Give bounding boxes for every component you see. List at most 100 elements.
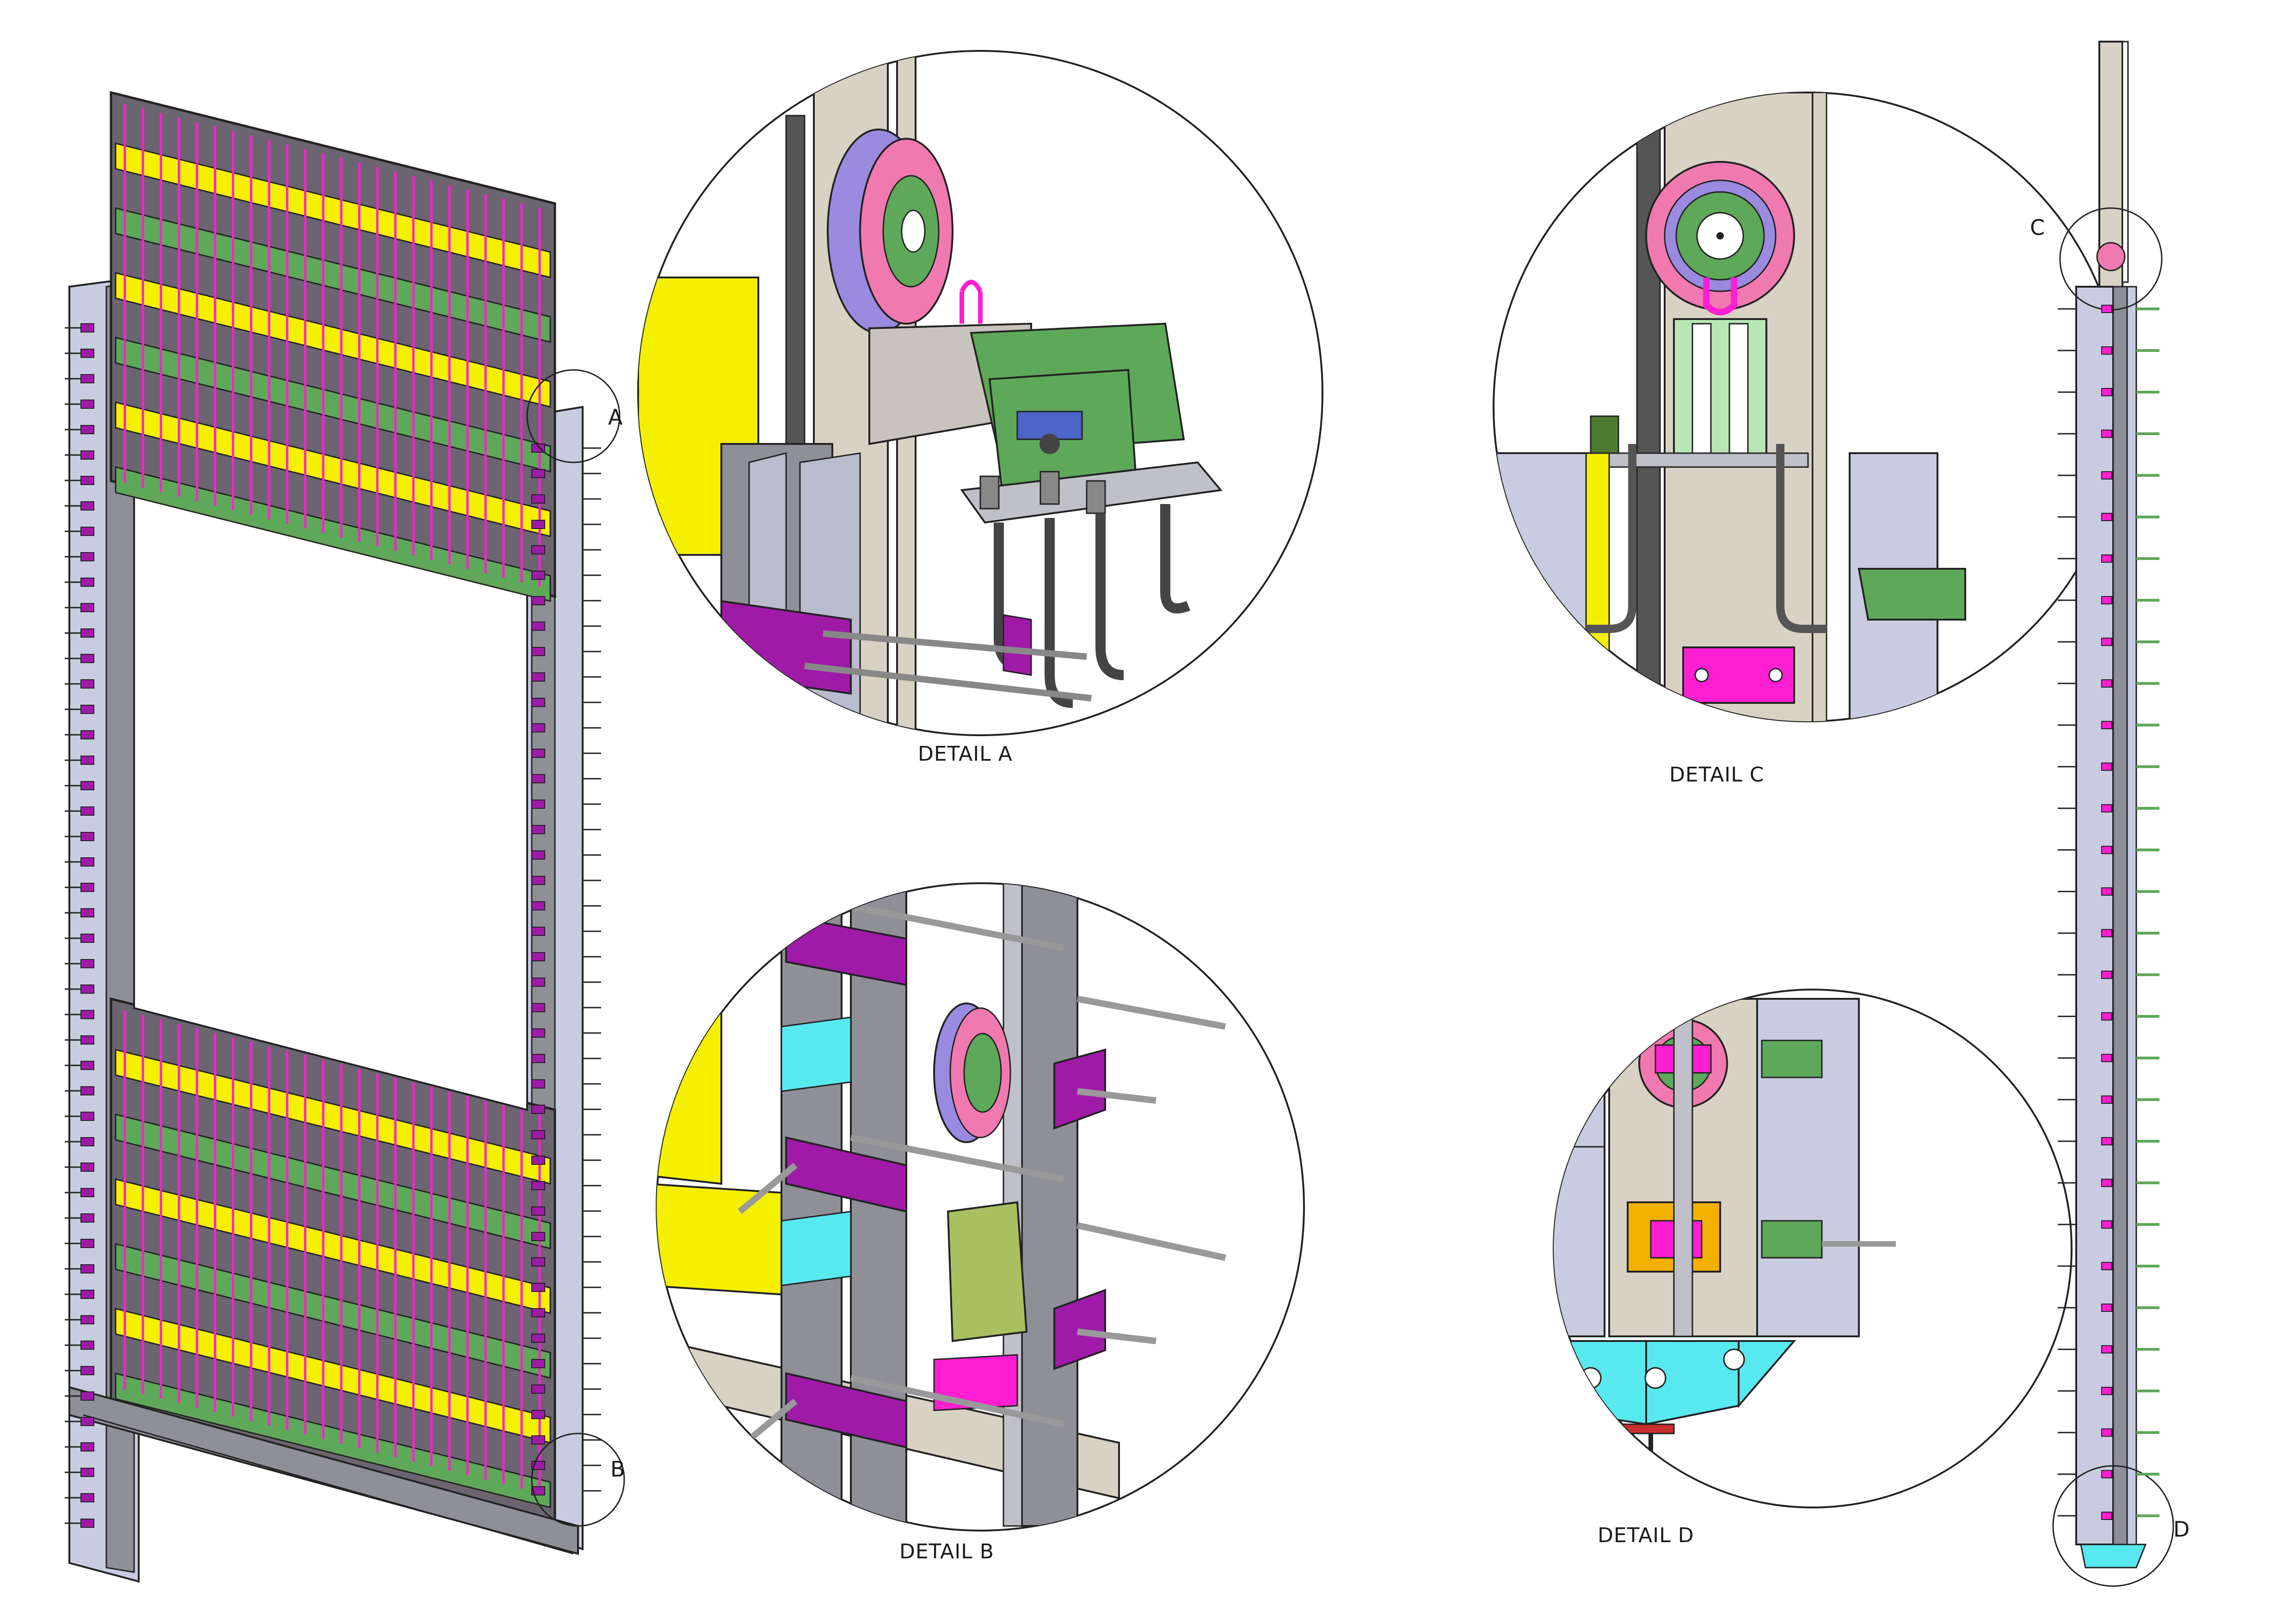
side-bolt: [2101, 1428, 2112, 1437]
column-bolt: [531, 596, 545, 605]
column-bolt: [531, 1105, 545, 1114]
column-bolts: [65, 323, 601, 1528]
column-bolt: [531, 647, 545, 656]
side-bolt: [2101, 1345, 2112, 1353]
side-bolt: [2101, 679, 2112, 688]
column-bolt: [80, 323, 94, 332]
gate-band: [115, 272, 551, 408]
callout-circle-d: [2052, 1465, 2174, 1587]
column-bolt: [80, 883, 94, 892]
column-bolt: [80, 501, 94, 511]
column-bolt: [80, 1391, 94, 1401]
gate-band: [115, 401, 551, 537]
column-bolt: [531, 672, 545, 682]
column-bolt: [80, 552, 94, 561]
column-bolt: [531, 1232, 545, 1241]
column-bolt: [80, 1519, 94, 1528]
detail-c-view: [1493, 92, 2123, 722]
side-bolt: [2101, 305, 2112, 313]
column-bolt: [531, 520, 545, 529]
detail-a-view: [637, 50, 1323, 736]
column-bolt: [80, 425, 94, 434]
column-bolt: [531, 749, 545, 758]
column-bolt: [80, 1188, 94, 1197]
column-bolt: [80, 527, 94, 536]
side-bolt: [2101, 1470, 2112, 1478]
side-bolt: [2101, 1054, 2112, 1062]
column-bolt: [80, 578, 94, 587]
side-bolts: [2058, 305, 2159, 1520]
side-bolt: [2101, 1095, 2112, 1104]
column-bolt: [531, 545, 545, 554]
side-bolt: [2101, 887, 2112, 896]
column-bolt: [80, 654, 94, 663]
column-bolt: [531, 952, 545, 961]
column-bolt: [80, 1417, 94, 1426]
column-bolt: [531, 927, 545, 936]
column-bolt: [531, 1079, 545, 1089]
side-bolt: [2101, 971, 2112, 979]
column-bolt: [531, 850, 545, 860]
side-bolt: [2101, 721, 2112, 729]
column-bolt: [80, 1315, 94, 1324]
side-bolt: [2101, 596, 2112, 604]
column-bolt: [531, 901, 545, 910]
column-bolt: [80, 476, 94, 485]
column-bolt: [80, 349, 94, 358]
gate-band: [115, 1372, 551, 1508]
column-bolt: [531, 1359, 545, 1368]
column-bolt: [531, 1130, 545, 1139]
column-bolt: [531, 469, 545, 478]
side-bolt: [2101, 763, 2112, 771]
column-bolt: [531, 1028, 545, 1038]
callout-c: C: [2030, 215, 2045, 240]
side-bolt: [2101, 1387, 2112, 1395]
gate-band: [115, 207, 551, 343]
column-bolt: [80, 1290, 94, 1299]
column-bolt: [531, 621, 545, 631]
column-bolt: [80, 908, 94, 917]
column-bolt: [531, 978, 545, 987]
side-bolt: [2101, 388, 2112, 396]
column-bolt: [80, 1213, 94, 1223]
column-bolt: [80, 832, 94, 841]
detail-d-label: DETAIL D: [1598, 1524, 1694, 1547]
callout-a: A: [608, 405, 623, 430]
column-bolt: [80, 1341, 94, 1350]
detail-a-label: DETAIL A: [918, 742, 1013, 766]
side-bolt: [2101, 1304, 2112, 1312]
column-bolt: [80, 1493, 94, 1502]
column-bolt: [80, 1061, 94, 1070]
column-bolt: [80, 1442, 94, 1452]
side-bolt: [2101, 1220, 2112, 1229]
detail-b-label: DETAIL B: [899, 1540, 994, 1563]
column-bolt: [531, 698, 545, 707]
detail-c-label: DETAIL C: [1669, 763, 1765, 787]
side-bolt: [2101, 1012, 2112, 1021]
column-bolt: [80, 1264, 94, 1273]
column-bolt: [531, 1181, 545, 1190]
detail-d-view: [1553, 989, 2073, 1508]
column-bolt: [80, 1468, 94, 1477]
column-bolt: [80, 781, 94, 790]
column-bolt: [531, 1003, 545, 1012]
side-bolt: [2101, 1137, 2112, 1145]
side-bolt: [2101, 430, 2112, 438]
column-bolt: [80, 1137, 94, 1146]
column-bolt: [531, 1283, 545, 1292]
gate-band: [115, 1049, 551, 1185]
column-bolt: [80, 984, 94, 994]
column-bolt: [531, 825, 545, 834]
side-bolt: [2101, 638, 2112, 646]
column-bolt: [80, 374, 94, 383]
column-bolt: [80, 730, 94, 739]
column-bolt: [80, 603, 94, 612]
callout-circle-a: [526, 369, 621, 463]
column-bolt: [80, 1035, 94, 1045]
gate-band: [115, 142, 551, 278]
side-bolt: [2101, 1512, 2112, 1520]
column-bolt: [531, 774, 545, 783]
side-bolt: [2101, 804, 2112, 812]
column-bolt: [80, 679, 94, 689]
side-bolt: [2101, 1262, 2112, 1270]
